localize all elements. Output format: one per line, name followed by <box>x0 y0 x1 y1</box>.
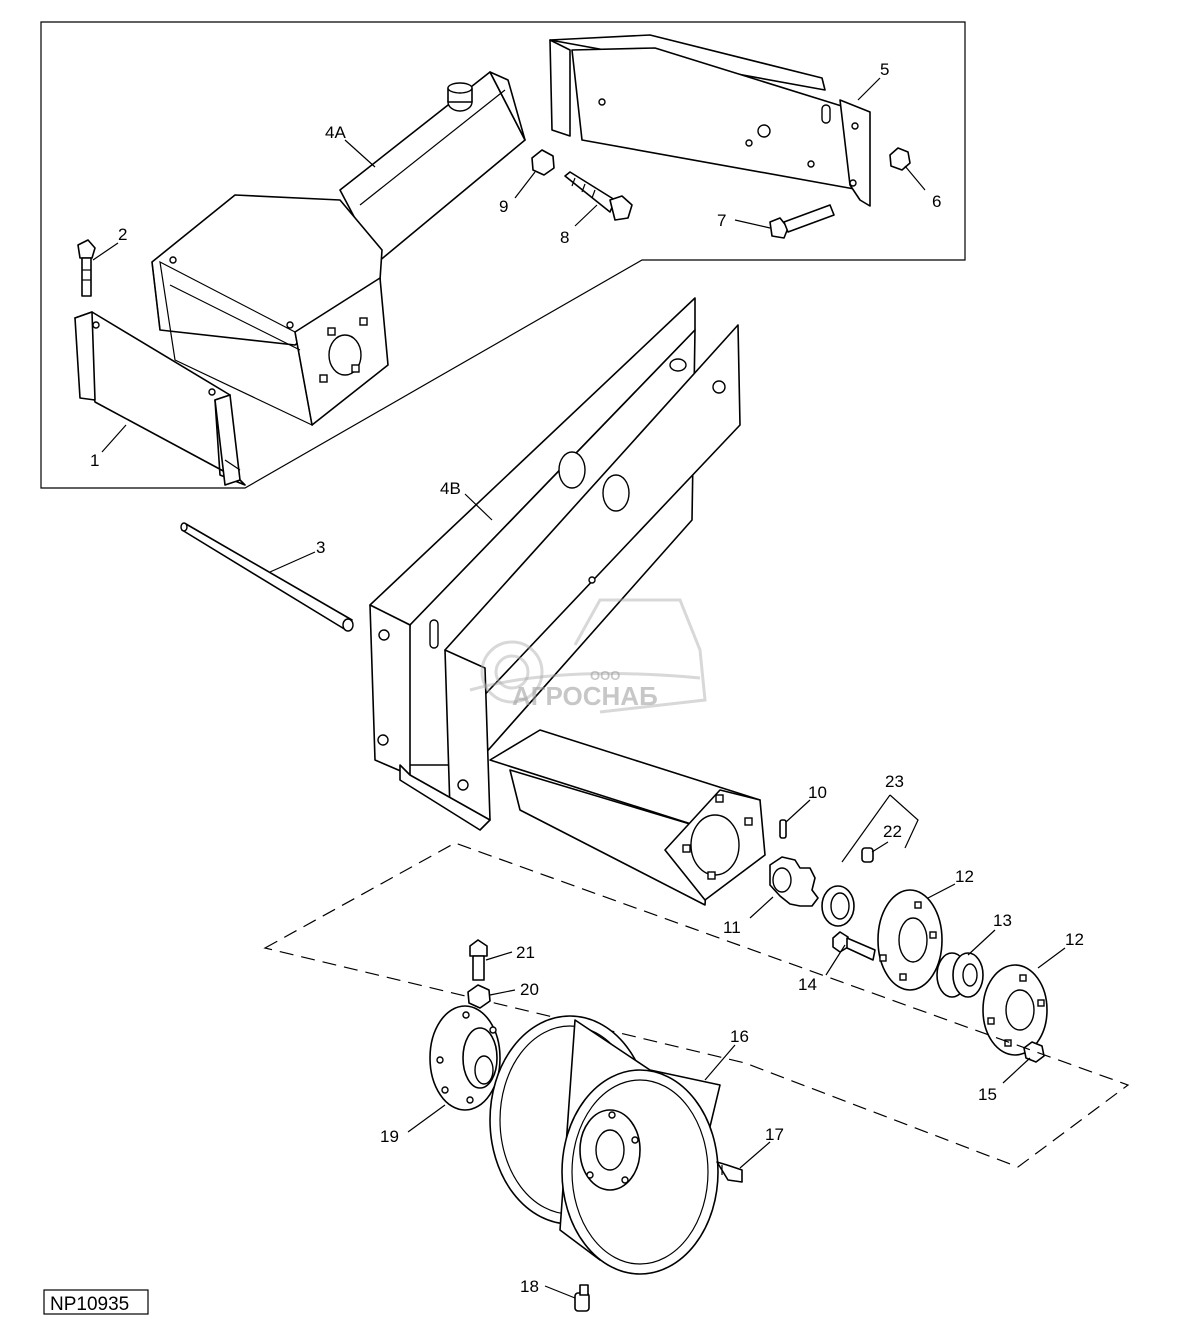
part-8-bolt <box>564 171 633 221</box>
part-18-valve <box>574 1284 590 1312</box>
part-19-hub <box>429 1005 501 1111</box>
callout-11: 11 <box>723 918 741 937</box>
lower-arm-tube <box>489 729 766 906</box>
figure-code: NP10935 <box>50 1294 129 1315</box>
part-12-flange-left <box>877 889 943 991</box>
part-2-bolt <box>77 239 96 297</box>
callout-9: 9 <box>499 197 508 216</box>
callout-16: 16 <box>730 1027 749 1046</box>
part-16-wheel <box>489 1015 721 1275</box>
part-4b-frame <box>369 297 741 831</box>
part-23-collar <box>821 885 855 927</box>
part-14-bolt <box>832 931 876 961</box>
watermark-logo: ООО АГРОСНАБ <box>469 598 707 714</box>
part-6-nut <box>889 147 911 171</box>
part-10-pin <box>779 819 787 839</box>
callout-20: 20 <box>520 980 539 999</box>
callout-10: 10 <box>808 783 827 802</box>
part-17-stud <box>716 1161 743 1183</box>
callout-12b: 12 <box>1065 930 1084 949</box>
callout-5: 5 <box>880 60 889 79</box>
callout-2: 2 <box>118 225 127 244</box>
callout-17: 17 <box>765 1125 784 1144</box>
callout-6: 6 <box>932 192 941 211</box>
callout-12a: 12 <box>955 867 974 886</box>
part-20-nut <box>467 984 491 1009</box>
callout-3: 3 <box>316 538 325 557</box>
part-12-flange-right <box>982 964 1048 1056</box>
callout-22: 22 <box>883 822 902 841</box>
part-11-sprocket <box>769 856 819 907</box>
part-15-nut <box>1023 1041 1045 1063</box>
callout-13: 13 <box>993 911 1012 930</box>
callout-4a: 4A <box>325 123 346 142</box>
part-9-nut <box>531 149 555 176</box>
part-1-cover <box>74 311 246 486</box>
callout-15: 15 <box>978 1085 997 1104</box>
part-21-bolt <box>469 939 488 981</box>
assembly-boundary <box>263 842 1130 1168</box>
callout-18: 18 <box>520 1277 539 1296</box>
figure-code-box: NP10935 <box>43 1289 149 1315</box>
inset-frame <box>40 21 966 489</box>
part-5-bracket <box>549 34 871 207</box>
part-4a-arm <box>151 71 526 427</box>
callout-4b: 4B <box>440 479 461 498</box>
callout-labels: 2 1 3 4A 4B 5 6 7 8 9 10 11 12 12 13 14 … <box>90 60 1084 1296</box>
part-13-bearing <box>936 952 984 998</box>
watermark-prefix: ООО <box>590 668 620 683</box>
part-7-bolt <box>769 204 835 239</box>
callout-8: 8 <box>560 228 569 247</box>
leader-lines <box>92 77 1066 1299</box>
callout-23: 23 <box>885 772 904 791</box>
callout-1: 1 <box>90 451 99 470</box>
watermark-brand: АГРОСНАБ <box>512 681 658 711</box>
callout-14: 14 <box>798 975 817 994</box>
callout-21: 21 <box>516 943 535 962</box>
part-3-shaft <box>180 522 354 632</box>
callout-19: 19 <box>380 1127 399 1146</box>
part-22-setscrew <box>861 847 874 863</box>
callout-7: 7 <box>717 211 726 230</box>
